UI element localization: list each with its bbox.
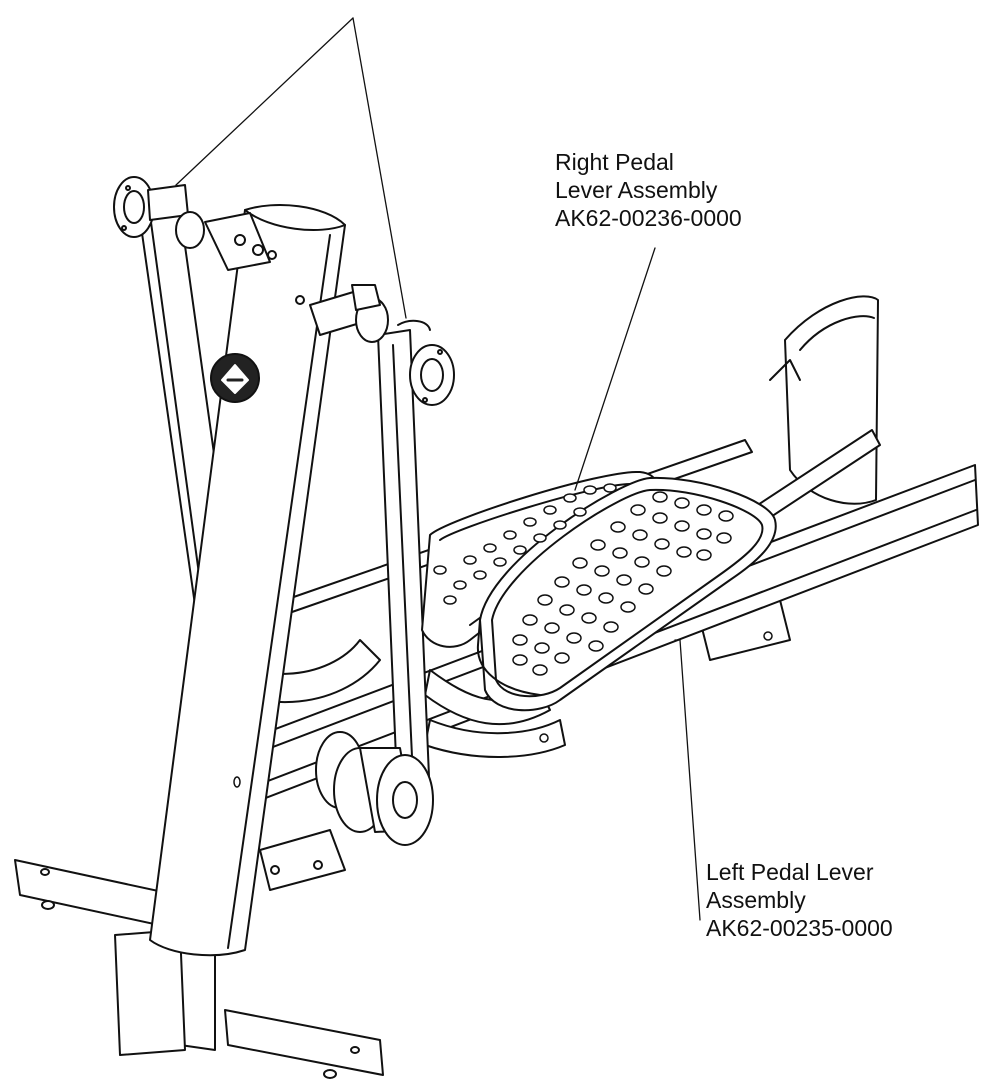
pedal-tread-holes xyxy=(433,483,734,676)
front-rollers xyxy=(315,731,434,846)
right-pedal-part-number: AK62-00236-0000 xyxy=(555,205,742,231)
right-pedal-callout: Right Pedal Lever Assembly AK62-00236-00… xyxy=(555,148,742,232)
left-pivot-bracket xyxy=(113,176,277,271)
left-pedal-label-line2: Assembly xyxy=(706,887,806,913)
brand-emblem-icon xyxy=(210,353,260,403)
rear-cross-tube xyxy=(259,829,346,891)
rail-fasteners xyxy=(233,631,773,788)
main-column xyxy=(149,204,346,957)
front-stabilizer xyxy=(14,859,384,1079)
callout-leaders xyxy=(574,247,701,921)
left-pedal-label-line1: Left Pedal Lever xyxy=(706,859,874,885)
left-pedal-part-number: AK62-00235-0000 xyxy=(706,915,893,941)
leader-lines-top xyxy=(175,17,407,319)
right-swing-arm xyxy=(309,284,455,806)
right-pedal-label-line2: Lever Assembly xyxy=(555,177,718,203)
left-pedal-callout: Left Pedal Lever Assembly AK62-00235-000… xyxy=(706,858,893,942)
right-pedal-label-line1: Right Pedal xyxy=(555,149,674,175)
